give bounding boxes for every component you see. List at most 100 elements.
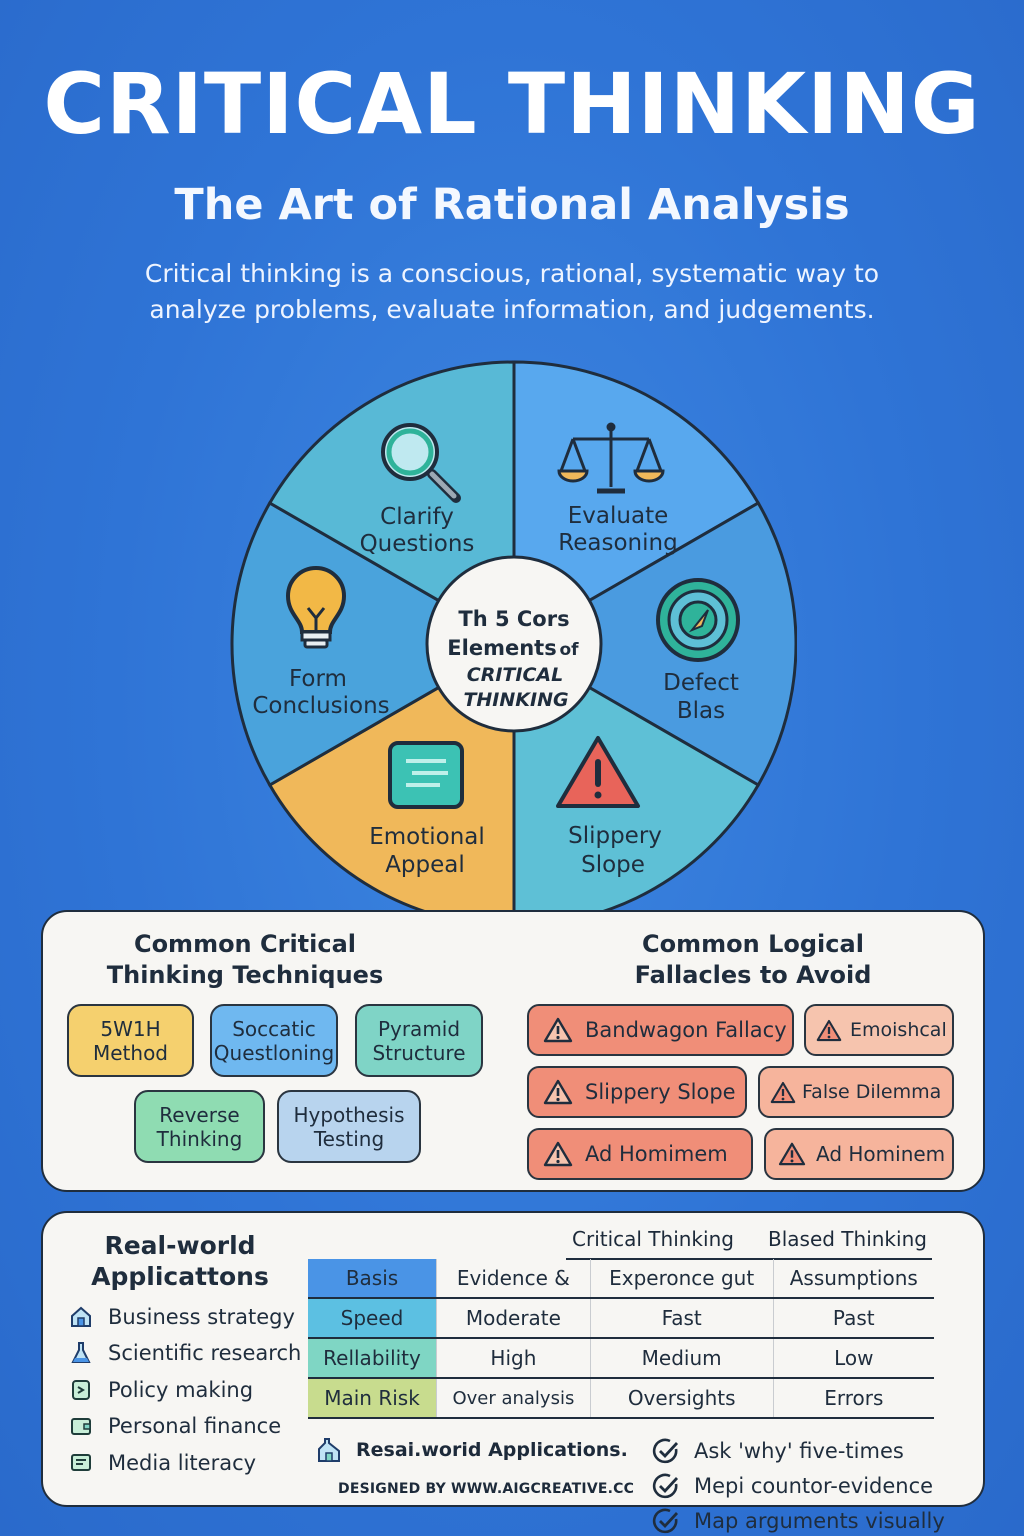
screen-icon xyxy=(71,1454,91,1471)
segment-label-emotional-2: Appeal xyxy=(385,852,465,878)
fallacy-chip: Emoishcal xyxy=(804,1004,954,1056)
table-cell: Past xyxy=(772,1298,934,1339)
fallacies-heading-line-2: Fallacles to Avoid xyxy=(634,961,872,989)
center-line-1: Th 5 Cors xyxy=(458,607,569,631)
wheel-segment-evaluate xyxy=(511,500,797,788)
note-icon xyxy=(388,741,464,809)
table-cell: High xyxy=(436,1338,591,1379)
table-cell: Medium xyxy=(589,1338,774,1379)
fallacy-label: Bandwagon Fallacy xyxy=(585,1018,787,1042)
fallacy-label: Slippery Slope xyxy=(585,1080,736,1104)
application-item: Media literacy xyxy=(70,1451,256,1475)
wheel-segments xyxy=(230,360,797,927)
check-circle-icon xyxy=(652,1508,679,1534)
center-line-3: of xyxy=(559,640,579,660)
row-label: Main Risk xyxy=(308,1378,437,1419)
fallacy-chip: False Dilemma xyxy=(758,1066,954,1118)
application-label: Policy making xyxy=(108,1378,254,1402)
center-line-2: Elements xyxy=(447,636,556,660)
technique-line-1: Hypothesis xyxy=(293,1102,405,1127)
row-label: Speed xyxy=(308,1298,437,1339)
application-label: Scientific research xyxy=(108,1341,302,1365)
fallacy-label: False Dilemma xyxy=(802,1081,942,1103)
table-cell: Assumptions xyxy=(772,1259,934,1299)
technique-line-2: Testing xyxy=(313,1126,385,1151)
technique-line-2: Method xyxy=(92,1040,168,1065)
fallacy-chip: Bandwagon Fallacy xyxy=(527,1004,794,1056)
fallacy-chip: Ad Homimem xyxy=(527,1128,753,1180)
warning-icon xyxy=(543,1141,573,1167)
intro-line-1: Critical thinking is a conscious, ration… xyxy=(144,259,880,288)
table-cell: Low xyxy=(772,1338,934,1379)
scales-icon xyxy=(557,422,665,494)
flask-icon xyxy=(71,1342,91,1363)
applications-heading: Real-world Applicattons xyxy=(60,1230,300,1292)
application-item: Personal finance xyxy=(70,1414,281,1438)
applications-link-label: Resai.worid Applications. xyxy=(356,1439,628,1461)
wheel-center xyxy=(425,555,603,733)
fallacy-label: Ad Hominem xyxy=(816,1142,946,1166)
fallacy-chip: Ad Hominem xyxy=(764,1128,954,1180)
application-label: Personal finance xyxy=(108,1414,282,1438)
segment-label-slippery-1: Slippery xyxy=(568,823,662,849)
segment-label-form-1: Form xyxy=(289,666,347,692)
lightbulb-icon xyxy=(285,566,347,649)
techniques-heading: Common Critical Thinking Techniques xyxy=(80,929,410,991)
check-circle-icon xyxy=(652,1438,679,1464)
table-cell: Experonce gut xyxy=(589,1259,774,1299)
intro-text: Critical thinking is a conscious, ration… xyxy=(100,256,924,328)
segment-label-form-2: Conclusions xyxy=(252,693,389,719)
applications-link[interactable]: Resai.worid Applications. xyxy=(316,1437,628,1463)
application-item: Business strategy xyxy=(70,1305,295,1329)
table-cell: Over analysis xyxy=(436,1378,591,1419)
col-header-critical: Critical Thinking xyxy=(572,1227,734,1251)
table-cell: Errors xyxy=(772,1378,934,1419)
warning-icon xyxy=(770,1081,796,1103)
fallacies-heading: Common Logical Fallacles to Avoid xyxy=(590,929,916,991)
warning-icon xyxy=(543,1079,573,1105)
table-cell: Evidence & xyxy=(436,1259,591,1299)
tip-label: Map arguments visually xyxy=(694,1509,945,1533)
building-icon xyxy=(71,1306,91,1327)
technique-line-2: Thinking xyxy=(156,1126,243,1151)
comparison-table: Basis Evidence & Experonce gut Assumptio… xyxy=(308,1259,934,1419)
table-row: Basis Evidence & Experonce gut Assumptio… xyxy=(308,1259,934,1299)
fallacy-label: Ad Homimem xyxy=(585,1142,728,1166)
warning-icon xyxy=(816,1019,842,1041)
tip-label: Ask 'why' five-times xyxy=(694,1439,904,1463)
wheel-segment-clarify xyxy=(512,360,761,647)
magnifier-icon xyxy=(381,423,461,503)
segment-label-emotional-1: Emotional xyxy=(369,824,485,850)
table-cell: Fast xyxy=(589,1298,774,1339)
target-icon xyxy=(656,578,740,662)
tip-item: Map arguments visually xyxy=(652,1507,945,1535)
intro-line-2: analyze problems, evaluate information, … xyxy=(149,295,875,324)
technique-line-1: Soccatic xyxy=(232,1016,316,1041)
applications-heading-line-2: Applicattons xyxy=(91,1262,269,1291)
designer-credit: DESIGNED BY WWW.AIGCREATIVE.CC xyxy=(338,1481,635,1497)
core-elements-wheel: Clarify Questions Evaluate Reasoning Def… xyxy=(230,360,797,927)
building-icon xyxy=(318,1438,340,1462)
warning-icon xyxy=(556,736,640,808)
application-label: Media literacy xyxy=(108,1451,257,1475)
tip-item: Mepi countor-evidence xyxy=(652,1472,933,1500)
segment-label-evaluate-1: Evaluate xyxy=(568,503,668,529)
page-subtitle: The Art of Rational Analysis xyxy=(174,180,850,230)
segment-label-defect-2: Blas xyxy=(677,698,725,724)
technique-line-1: Reverse xyxy=(159,1102,240,1127)
segment-label-clarify-1: Clarify xyxy=(380,504,454,530)
document-icon xyxy=(72,1380,90,1400)
center-line-5: THINKING xyxy=(463,689,568,711)
technique-line-1: 5W1H xyxy=(100,1016,161,1041)
warning-icon xyxy=(778,1142,806,1166)
wheel-segment-form xyxy=(267,360,516,647)
application-item: Policy making xyxy=(70,1378,253,1402)
table-row: Rellability High Medium Low xyxy=(308,1338,934,1379)
col-header-biased: Blased Thinking xyxy=(768,1227,927,1251)
applications-heading-line-1: Real-world xyxy=(104,1231,256,1260)
fallacy-label: Emoishcal xyxy=(850,1019,947,1041)
